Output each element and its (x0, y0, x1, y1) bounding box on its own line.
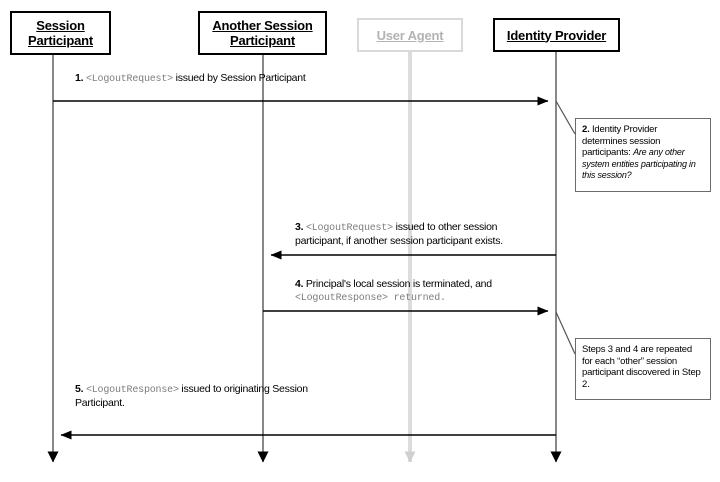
message-mono-5: <LogoutResponse> (85, 385, 179, 396)
message-number-3: 3. (295, 221, 304, 233)
message-number-5: 5. (75, 383, 84, 395)
note-text-repeat: Steps 3 and 4 are repeated for each “oth… (582, 344, 701, 390)
message-label-5: 5. <LogoutResponse> issued to originatin… (75, 383, 310, 410)
actor-box-identity-provider[interactable]: Identity Provider (493, 18, 620, 52)
message-label-1: 1. <LogoutRequest> issued by Session Par… (75, 72, 325, 86)
actor-label-another-session-participant-line1: Another Session (212, 18, 313, 33)
note-text-2: Identity Provider determines session par… (582, 124, 661, 159)
message-text-after-1: issued by Session Participant (172, 72, 306, 84)
actor-label-identity-provider: Identity Provider (506, 27, 607, 43)
actor-label-session-participant-line2: Participant (28, 33, 93, 48)
note-number-2: 2. (582, 124, 590, 135)
actor-box-user-agent[interactable]: User Agent (357, 18, 463, 52)
message-label-4: 4. Principal's local session is terminat… (295, 278, 553, 305)
actor-label-session-participant-line1: Session (36, 18, 85, 33)
message-number-1: 1. (75, 72, 84, 84)
actor-label-another-session-participant-line2: Participant (230, 33, 295, 48)
actor-box-session-participant[interactable]: Session Participant (10, 11, 111, 55)
actor-label-user-agent: User Agent (376, 27, 444, 43)
message-mono-1: <LogoutRequest> (85, 74, 173, 85)
message-mono-3: <LogoutRequest> (305, 223, 393, 234)
actor-box-another-session-participant[interactable]: Another Session Participant (198, 11, 327, 55)
note-box-repeat: Steps 3 and 4 are repeated for each “oth… (575, 338, 711, 400)
note-italic-2: Are any other system entities participat… (582, 147, 696, 181)
message-mono-4: <LogoutResponse> returned. (295, 293, 446, 304)
message-text-before-4: Principal's local session is terminated,… (303, 278, 492, 290)
message-number-4: 4. (295, 278, 304, 290)
message-text-after-3: issued to other session participant, if … (295, 221, 503, 247)
message-label-3: 3. <LogoutRequest> issued to other sessi… (295, 221, 545, 248)
note-box-step-2: 2. Identity Provider determines session … (575, 118, 711, 192)
note-connector-5 (555, 311, 576, 355)
note-connector-2 (555, 100, 576, 135)
message-text-after-5: issued to originating Session Participan… (75, 383, 308, 409)
